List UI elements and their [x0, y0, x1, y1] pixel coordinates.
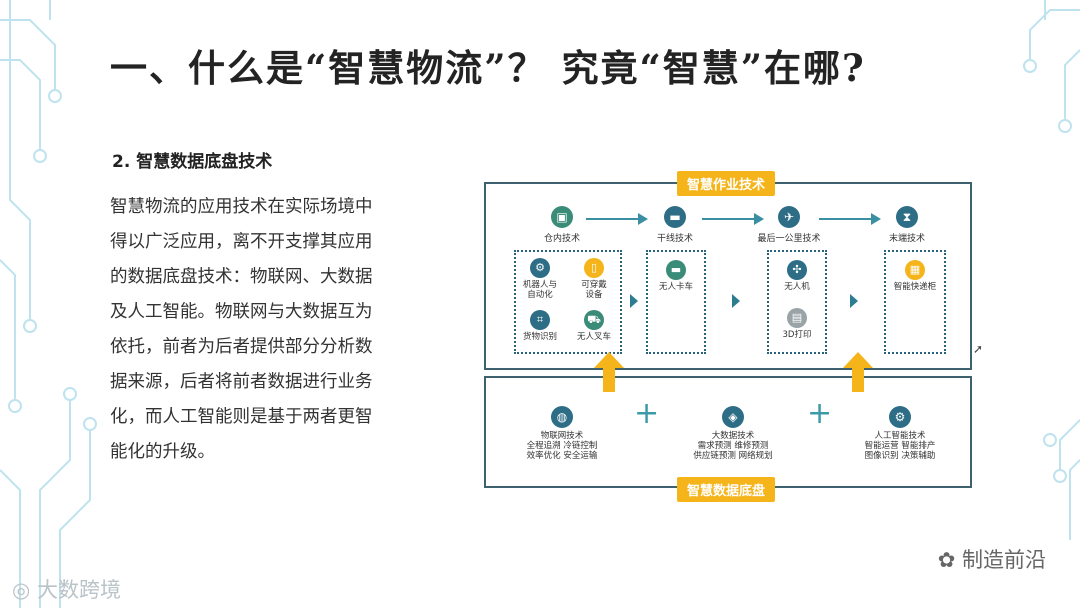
up-arrow-icon [843, 352, 873, 392]
triangle-arrow-icon [630, 294, 638, 308]
truck-icon: ▬ [666, 260, 686, 280]
stage-last-mile: ✈ 最后一公里技术 [744, 206, 834, 244]
wechat-icon: ✿ [937, 548, 962, 572]
data-base-tag: 智慧数据底盘 [677, 477, 776, 502]
body-line: 依托，前者为后者提供部分分析数 [110, 337, 373, 357]
stage-label: 干线技术 [656, 234, 693, 244]
base-title: 大数据技术 [711, 431, 755, 441]
arrow-right-icon [702, 213, 764, 225]
item-label: 机器人与 自动化 [522, 280, 557, 300]
brain-gear-icon: ⚙ [889, 406, 911, 428]
big-data-tech: ◈ 大数据技术 需求预测 维修预测 供应链预测 网络规划 [678, 406, 788, 461]
base-line: 效率优化 安全运输 [526, 451, 598, 461]
base-line: 智能运营 智能排产 [864, 441, 936, 451]
plus-icon: + [634, 396, 660, 431]
body-paragraph: 智慧物流的应用技术在实际场境中 得以广泛应用，离不开支撑其应用 的数据底盘技术：… [110, 190, 440, 470]
3d-printing-item: ▤ 3D打印 [767, 308, 827, 340]
robot-arm-icon: ⚙ [530, 258, 550, 278]
stage-trunk: ▬ 干线技术 [630, 206, 720, 244]
scan-icon: ⌗ [530, 310, 550, 330]
stage-label: 仓内技术 [543, 234, 580, 244]
body-line: 得以广泛应用，离不开支撑其应用 [110, 232, 373, 252]
drone-item: ✣ 无人机 [767, 260, 827, 292]
database-icon: ◈ [722, 406, 744, 428]
globe-icon: ◍ [551, 406, 573, 428]
item-label: 无人机 [784, 282, 810, 292]
base-line: 图像识别 决策辅助 [864, 451, 936, 461]
stage-terminal: ⧗ 末端技术 [862, 206, 952, 244]
circuit-decoration-right [1023, 0, 1080, 540]
stage-label: 最后一公里技术 [757, 234, 821, 244]
truck-icon: ▬ [664, 206, 686, 228]
locker-icon: ▦ [905, 260, 925, 280]
box-icon: ▣ [551, 206, 573, 228]
last-mile-items-box: ✣ 无人机 ▤ 3D打印 [767, 250, 827, 354]
drone-icon: ✣ [787, 260, 807, 280]
arrow-right-icon [819, 213, 881, 225]
item-label: 无人卡车 [658, 282, 693, 292]
triangle-arrow-icon [732, 294, 740, 308]
stage-warehouse: ▣ 仓内技术 [517, 206, 607, 244]
base-title: 物联网技术 [540, 431, 584, 441]
body-line: 的数据底盘技术：物联网、大数据 [110, 267, 373, 287]
watermark-left: ◎ 大数跨境 [12, 574, 121, 604]
iot-tech: ◍ 物联网技术 全程追溯 冷链控制 效率优化 安全运输 [514, 406, 610, 461]
plane-icon: ✈ [778, 206, 800, 228]
body-line: 智慧物流的应用技术在实际场境中 [110, 197, 373, 217]
smart-locker-item: ▦ 智能快递柜 [885, 260, 945, 292]
plus-icon: + [807, 396, 833, 431]
item-label: 无人叉车 [576, 332, 611, 342]
item-label: 货物识别 [522, 332, 557, 342]
body-line: 能化的升级。 [110, 442, 215, 462]
watermark-text: 大数跨境 [37, 578, 121, 602]
mouse-cursor-icon: ➚ [973, 342, 984, 356]
terminal-items-box: ▦ 智能快递柜 [884, 250, 946, 354]
base-line: 供应链预测 网络规划 [693, 451, 773, 461]
forklift-item: ⛟ 无人叉车 [564, 310, 624, 342]
driverless-truck-item: ▬ 无人卡车 [646, 260, 706, 292]
base-line: 全程追溯 冷链控制 [526, 441, 598, 451]
item-label: 智能快递柜 [893, 282, 937, 292]
operation-tech-tag: 智慧作业技术 [677, 171, 776, 196]
circuit-decoration-left [0, 0, 97, 608]
hourglass-icon: ⧗ [896, 206, 918, 228]
body-line: 化，而人工智能则是基于两者更智 [110, 407, 373, 427]
forklift-icon: ⛟ [584, 310, 604, 330]
base-title: 人工智能技术 [874, 431, 926, 441]
body-line: 据来源，后者将前者数据进行业务 [110, 372, 373, 392]
item-label: 3D打印 [782, 330, 812, 340]
base-line: 需求预测 维修预测 [697, 441, 769, 451]
smart-logistics-diagram: 智慧作业技术 ▣ 仓内技术 ▬ 干线技术 ✈ 最后一公里技术 ⧗ 末端技术 ⚙ … [482, 168, 974, 502]
triangle-arrow-icon [850, 294, 858, 308]
logo-icon: ◎ [12, 578, 37, 602]
printer-icon: ▤ [787, 308, 807, 328]
warehouse-items-box: ⚙ 机器人与 自动化 ▯ 可穿戴 设备 ⌗ 货物识别 ⛟ 无人叉车 [514, 250, 622, 354]
arrow-right-icon [586, 213, 648, 225]
wearable-item: ▯ 可穿戴 设备 [564, 258, 624, 300]
goods-recognition-item: ⌗ 货物识别 [510, 310, 570, 342]
body-line: 及人工智能。物联网与大数据互为 [110, 302, 373, 322]
up-arrow-icon [594, 352, 624, 392]
watermark-right: ✿ 制造前沿 [938, 544, 1046, 574]
section-subtitle: 2. 智慧数据底盘技术 [112, 152, 273, 172]
stage-label: 末端技术 [888, 234, 925, 244]
item-label: 可穿戴 设备 [581, 280, 607, 300]
robot-item: ⚙ 机器人与 自动化 [510, 258, 570, 300]
trunk-items-box: ▬ 无人卡车 [646, 250, 706, 354]
watermark-text: 制造前沿 [962, 548, 1046, 572]
phone-icon: ▯ [584, 258, 604, 278]
slide-title: 一、什么是“智慧物流”？ 究竟“智慧”在哪? [110, 46, 866, 90]
ai-tech: ⚙ 人工智能技术 智能运营 智能排产 图像识别 决策辅助 [850, 406, 950, 461]
